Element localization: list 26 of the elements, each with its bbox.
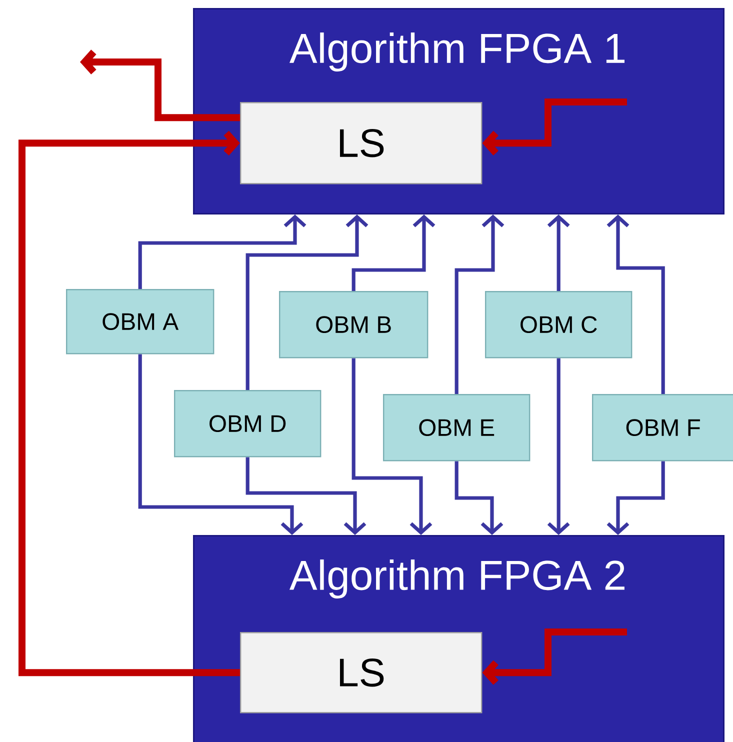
arrow (606, 461, 665, 535)
ls-box: LS (240, 102, 482, 184)
arrow (606, 214, 665, 394)
arrow (246, 457, 366, 535)
arrow (547, 214, 570, 291)
box-heading: Algorithm FPGA 2 (289, 559, 624, 598)
arrow (547, 358, 570, 535)
arrow (454, 214, 504, 394)
ls-box: LS (240, 632, 482, 714)
arrow (482, 628, 627, 685)
obm-box: OBM D (174, 390, 322, 458)
arrow (18, 130, 240, 676)
arrow (352, 358, 432, 535)
obm-box: OBM B (279, 291, 428, 358)
obm-box: OBM C (485, 291, 632, 358)
arrow (138, 214, 306, 289)
arrow (246, 214, 368, 390)
arrow (80, 50, 240, 122)
obm-box: OBM A (66, 289, 214, 354)
obm-box: OBM E (383, 394, 530, 462)
arrow (454, 461, 504, 535)
box-heading: Algorithm FPGA 1 (289, 32, 624, 72)
arrow (482, 98, 627, 156)
obm-box: OBM F (592, 394, 733, 462)
arrow (138, 354, 304, 535)
arrow (352, 214, 436, 291)
